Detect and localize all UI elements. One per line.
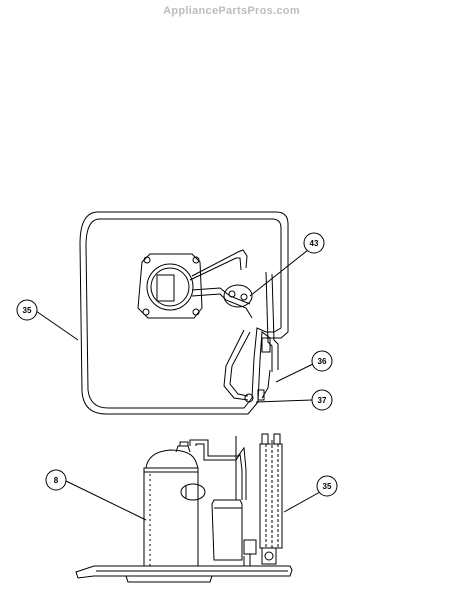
base-rail bbox=[75, 565, 293, 579]
suction-tube bbox=[191, 293, 253, 319]
callout-36-label: 36 bbox=[318, 357, 327, 366]
lower-valve-knob bbox=[264, 551, 274, 561]
callout-36: 36 bbox=[311, 350, 333, 372]
leader-36 bbox=[275, 363, 314, 383]
base-pan-inner bbox=[85, 218, 282, 409]
compressor-top-fitting-cap bbox=[179, 441, 189, 447]
accumulator-fitting bbox=[228, 290, 236, 298]
callout-35-top-label: 35 bbox=[23, 306, 32, 315]
compressor-dome bbox=[145, 449, 199, 469]
leader-35-bottom bbox=[283, 491, 321, 513]
coil-top-tubes bbox=[261, 433, 281, 444]
callout-35-bottom-label: 35 bbox=[323, 482, 332, 491]
top-view bbox=[35, 211, 314, 415]
callout-35-bottom: 35 bbox=[316, 475, 338, 497]
coil-bundle bbox=[259, 443, 283, 549]
leader-43 bbox=[249, 249, 309, 297]
base-foot bbox=[125, 575, 213, 583]
compressor-mount-plate bbox=[137, 253, 203, 319]
leader-35-top bbox=[35, 310, 79, 341]
callout-37-label: 37 bbox=[318, 396, 327, 405]
service-fitting bbox=[257, 389, 265, 401]
accumulator bbox=[223, 284, 253, 308]
service-tube bbox=[261, 369, 271, 399]
valve-fitting bbox=[261, 337, 271, 353]
accumulator-fitting bbox=[240, 293, 248, 301]
mount-bolt bbox=[142, 308, 150, 316]
discharge-pipe-side-2 bbox=[195, 443, 243, 500]
terminal-cover bbox=[180, 483, 206, 501]
callout-43-label: 43 bbox=[310, 239, 319, 248]
accumulator-side bbox=[211, 499, 243, 561]
lower-tube-2 bbox=[229, 331, 251, 397]
discharge-pipe-side bbox=[189, 439, 247, 500]
callout-35-top: 35 bbox=[16, 299, 38, 321]
callout-37: 37 bbox=[311, 389, 333, 411]
leader-8 bbox=[63, 479, 147, 521]
service-valve bbox=[244, 393, 254, 403]
service-valve-side bbox=[243, 539, 257, 555]
compressor-top-inner bbox=[150, 267, 190, 307]
callout-8: 8 bbox=[45, 469, 67, 491]
compressor-top bbox=[146, 263, 194, 311]
mount-bolt bbox=[192, 256, 200, 264]
right-tube bbox=[265, 271, 273, 372]
lower-tube bbox=[223, 329, 249, 401]
lower-valve-side bbox=[261, 547, 277, 565]
mount-bolt bbox=[192, 308, 200, 316]
discharge-tube bbox=[191, 249, 248, 277]
watermark-text: AppliancePartsPros.com bbox=[163, 5, 300, 17]
callout-8-label: 8 bbox=[54, 476, 59, 485]
mount-bolt bbox=[143, 256, 151, 264]
side-view bbox=[63, 433, 321, 583]
compressor-terminal-box bbox=[156, 274, 175, 302]
compressor-body bbox=[143, 467, 199, 567]
callout-43: 43 bbox=[303, 232, 325, 254]
leader-37 bbox=[255, 399, 313, 403]
base-pan-outer bbox=[79, 211, 289, 415]
right-tube-2 bbox=[271, 273, 279, 370]
discharge-tube-2 bbox=[189, 257, 242, 281]
